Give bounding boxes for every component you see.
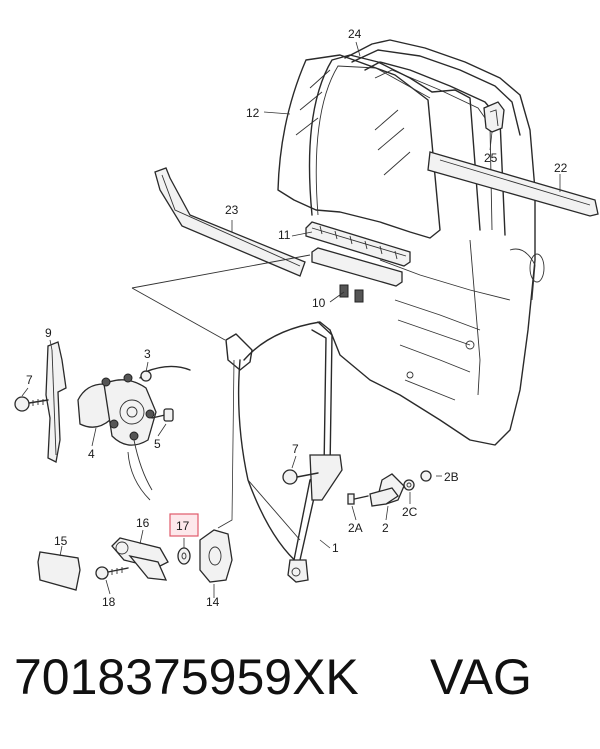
bracket-2 [347,470,432,507]
cover-15 [37,551,81,591]
callout-7a: 7 [26,373,33,387]
callout-3: 3 [144,347,151,361]
callout-2a: 2A [348,521,363,535]
guide-rail-11 [305,221,411,267]
callout-1: 1 [332,541,339,555]
callout-5: 5 [154,437,161,451]
bolt-7b [282,469,319,485]
callout-23: 23 [225,203,239,217]
callout-16: 16 [136,516,150,530]
glass-run-channel [308,54,481,231]
callout-12: 12 [246,106,260,120]
window-glass [277,54,441,239]
callout-14: 14 [206,595,220,609]
callout-22: 22 [554,161,568,175]
bolt-7a [14,396,49,412]
callout-2c: 2C [402,505,418,519]
callout-17: 17 [176,519,190,533]
callout-11: 11 [278,228,291,242]
bracket-9 [45,341,67,463]
callout-4: 4 [88,447,95,461]
callout-24: 24 [348,27,362,41]
callout-18: 18 [102,595,116,609]
washer-17 [177,547,191,565]
callout-2b: 2B [444,470,459,484]
door-frame [329,39,545,446]
callout-10: 10 [312,296,326,310]
brand-name: VAG [430,649,532,705]
trim-strip-22 [427,151,599,217]
screw-5 [151,408,174,422]
handle-14 [199,529,233,583]
callout-25: 25 [484,151,498,165]
window-motor [77,373,157,501]
screw-18 [95,566,129,580]
callout-15: 15 [54,534,68,548]
lower-rail-10 [311,247,403,303]
callout-17-highlight [169,513,199,537]
exploded-parts-diagram: 24 12 25 22 23 11 10 9 3 7 4 5 7 2B 2A 2… [14,27,599,609]
outer-seal-23 [154,167,306,277]
callout-2: 2 [382,521,389,535]
window-regulator [225,321,343,583]
callout-9: 9 [45,326,52,340]
callout-7b: 7 [292,442,299,456]
part-number: 7018375959XK [14,649,359,705]
clip-part-25 [483,101,505,133]
bracket-16 [111,537,169,581]
